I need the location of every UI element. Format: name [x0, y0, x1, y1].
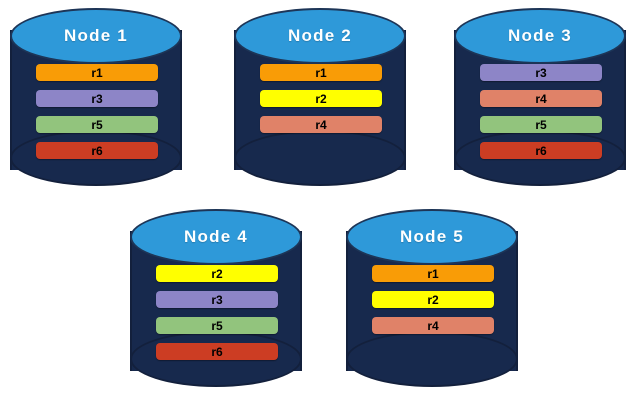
replica-list: r1 r2 r4	[372, 265, 494, 343]
replica-bar[interactable]: r4	[372, 317, 494, 334]
replica-bar[interactable]: r5	[156, 317, 278, 334]
replica-bar[interactable]: r1	[372, 265, 494, 282]
replica-bar[interactable]: r5	[480, 116, 602, 133]
replica-bar[interactable]: r6	[156, 343, 278, 360]
cylinder-top-ellipse	[454, 8, 626, 64]
replica-bar[interactable]: r1	[260, 64, 382, 81]
replica-bar[interactable]: r2	[372, 291, 494, 308]
cylinder-top-ellipse	[234, 8, 406, 64]
replica-bar[interactable]: r3	[156, 291, 278, 308]
replica-bar[interactable]: r4	[480, 90, 602, 107]
replica-list: r1 r2 r4	[260, 64, 382, 142]
replica-list: r1 r3 r5 r6	[36, 64, 158, 168]
replica-bar[interactable]: r6	[36, 142, 158, 159]
replica-bar[interactable]: r6	[480, 142, 602, 159]
cylinder-top-ellipse	[130, 209, 302, 265]
cylinder-top-ellipse	[346, 209, 518, 265]
replica-bar[interactable]: r1	[36, 64, 158, 81]
replica-list: r2 r3 r5 r6	[156, 265, 278, 369]
replica-bar[interactable]: r5	[36, 116, 158, 133]
replica-bar[interactable]: r2	[260, 90, 382, 107]
replica-bar[interactable]: r3	[36, 90, 158, 107]
replica-bar[interactable]: r3	[480, 64, 602, 81]
replica-list: r3 r4 r5 r6	[480, 64, 602, 168]
replica-bar[interactable]: r2	[156, 265, 278, 282]
cylinder-top-ellipse	[10, 8, 182, 64]
replica-bar[interactable]: r4	[260, 116, 382, 133]
